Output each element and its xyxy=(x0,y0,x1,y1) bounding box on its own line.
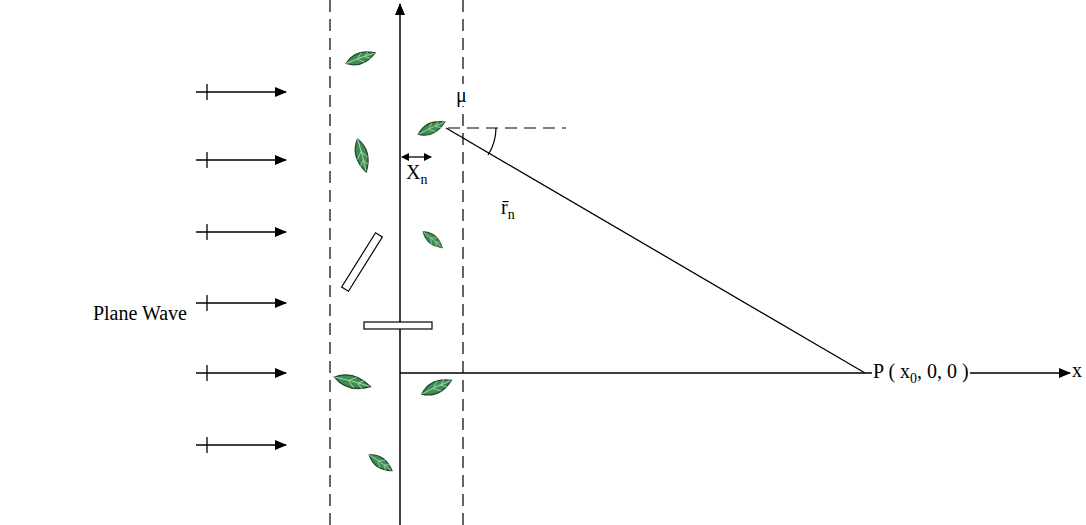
distance-label: r̄n xyxy=(500,196,516,222)
wave-label: Plane Wave xyxy=(92,302,188,324)
offset-label: Xn xyxy=(405,161,428,187)
angle-label: μ xyxy=(455,84,468,106)
point-label: P ( x0, 0, 0 ) xyxy=(872,360,970,386)
axis-label: x xyxy=(1071,359,1083,381)
